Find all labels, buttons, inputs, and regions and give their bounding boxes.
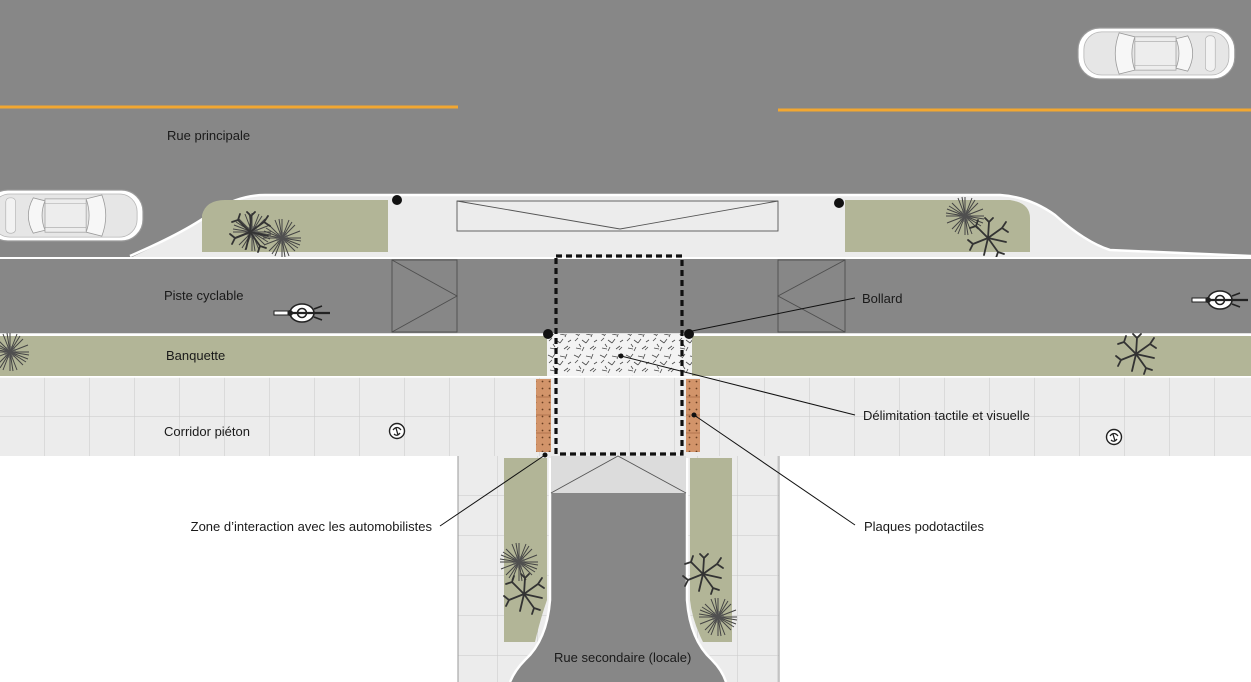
planting-bed-secondary-right [690, 458, 732, 642]
pedestrian-symbol-icon [388, 422, 406, 440]
label-bollard: Bollard [862, 291, 902, 306]
planting-bed-right [845, 200, 1030, 252]
label-delimitation: Délimitation tactile et visuelle [863, 408, 1030, 423]
bike-lane-crossing-markings [391, 259, 846, 333]
pedestrian-symbol-icon [1105, 428, 1123, 446]
planting-bed-left [202, 200, 388, 252]
leader-zone-interaction [439, 454, 546, 527]
bike-lane [0, 258, 1251, 334]
pedestrian-corridor [0, 377, 1251, 456]
label-rue-principale: Rue principale [167, 128, 250, 143]
median-crossing-marking [456, 200, 779, 232]
label-banquette: Banquette [166, 348, 225, 363]
label-rue-secondaire: Rue secondaire (locale) [554, 650, 691, 665]
car-icon [0, 189, 144, 242]
car-icon [1077, 27, 1236, 80]
planting-bed-secondary-left [504, 458, 547, 642]
grass-strip-right [692, 336, 1251, 376]
label-plaques: Plaques podotactiles [864, 519, 984, 534]
interaction-zone-outline [554, 254, 684, 456]
bollard-icon [392, 195, 402, 205]
tactile-plate-left [536, 379, 551, 452]
label-corridor-pieton: Corridor piéton [164, 424, 250, 439]
leader-bollard [691, 297, 856, 332]
raised-crossing-ramp [551, 456, 686, 493]
leader-delimitation [620, 355, 856, 416]
label-piste-cyclable: Piste cyclable [164, 288, 243, 303]
secondary-street-road [510, 458, 726, 682]
grass-strip-left [0, 336, 547, 376]
label-zone-interaction: Zone d’interaction avec les automobilist… [191, 519, 433, 534]
leader-plaques [693, 414, 856, 526]
bollard-icon [543, 329, 553, 339]
bollard-icon [684, 329, 694, 339]
bollard-icon [834, 198, 844, 208]
